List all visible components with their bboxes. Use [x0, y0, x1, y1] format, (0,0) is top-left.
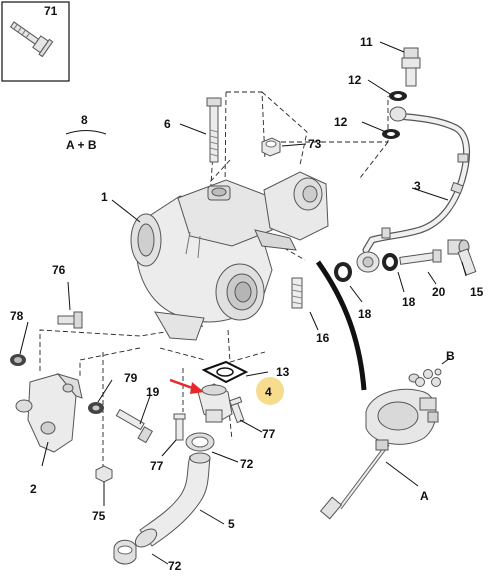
callout-5: 5: [228, 517, 235, 531]
callout-75: 75: [92, 509, 106, 523]
callout-15: 15: [470, 285, 484, 299]
inset-bolt-71: 71: [1, 1, 70, 82]
callout-3: 3: [414, 179, 421, 193]
callout-79: 79: [124, 371, 138, 385]
bolts-77: [173, 396, 245, 441]
callout-20: 20: [432, 285, 446, 299]
callouts: 1 2 3 4 5 6 11 12 12 13 15 16 18 18 19 2…: [10, 35, 484, 573]
callout-A: A: [420, 489, 429, 503]
callout-B: B: [446, 349, 455, 363]
assembly-arrow: [315, 260, 367, 391]
elbow-4: [197, 383, 233, 423]
washer-78: [10, 354, 26, 366]
callout-2: 2: [30, 482, 37, 496]
bolt-76: [57, 311, 83, 329]
equation-bottom: A + B: [66, 138, 97, 152]
nut-73: [261, 137, 281, 157]
bolt-6: [206, 97, 222, 163]
banjo-bolt-20: [399, 249, 442, 265]
callout-71: 71: [44, 4, 58, 18]
legend-equation: 8 A + B: [65, 113, 107, 152]
clamp-72-upper: [185, 432, 215, 452]
callout-77-right: 77: [262, 427, 276, 441]
pipe-5: [134, 452, 211, 548]
leader-lines: [19, 41, 467, 565]
bolt-19: [115, 408, 154, 444]
equation-top: 8: [81, 113, 88, 127]
callout-4: 4: [265, 385, 272, 399]
callout-12-lower: 12: [334, 115, 348, 129]
gasket-13: [201, 360, 249, 384]
washer-79: [88, 402, 104, 414]
spring-16: [291, 277, 303, 309]
nut-75: [95, 465, 113, 483]
clamp-72-lower: [113, 539, 137, 565]
callout-13: 13: [276, 365, 290, 379]
callout-78: 78: [10, 309, 24, 323]
callout-1: 1: [101, 190, 108, 204]
actuator-A: [319, 373, 439, 520]
callout-72-lower: 72: [168, 559, 182, 573]
callout-19: 19: [146, 385, 160, 399]
callout-72-upper: 72: [240, 457, 254, 471]
turbocharger: [130, 171, 329, 341]
union-15: [447, 239, 477, 276]
callout-16: 16: [316, 331, 330, 345]
nuts-B: [415, 368, 442, 387]
red-arrow: [169, 378, 204, 394]
fitting-11: [401, 47, 421, 87]
callout-76: 76: [52, 263, 66, 277]
callout-6: 6: [164, 117, 171, 131]
callout-11: 11: [360, 35, 373, 49]
callout-77-left: 77: [150, 459, 164, 473]
callout-18-left: 18: [358, 307, 372, 321]
washers-18: [334, 253, 398, 282]
callout-73: 73: [308, 137, 322, 151]
bracket-2: [15, 373, 83, 453]
highlight-circle: [256, 377, 284, 405]
oil-pipe-3: [356, 106, 470, 273]
callout-12-upper: 12: [348, 73, 362, 87]
callout-18-right: 18: [402, 295, 416, 309]
washers-12: [382, 91, 407, 139]
